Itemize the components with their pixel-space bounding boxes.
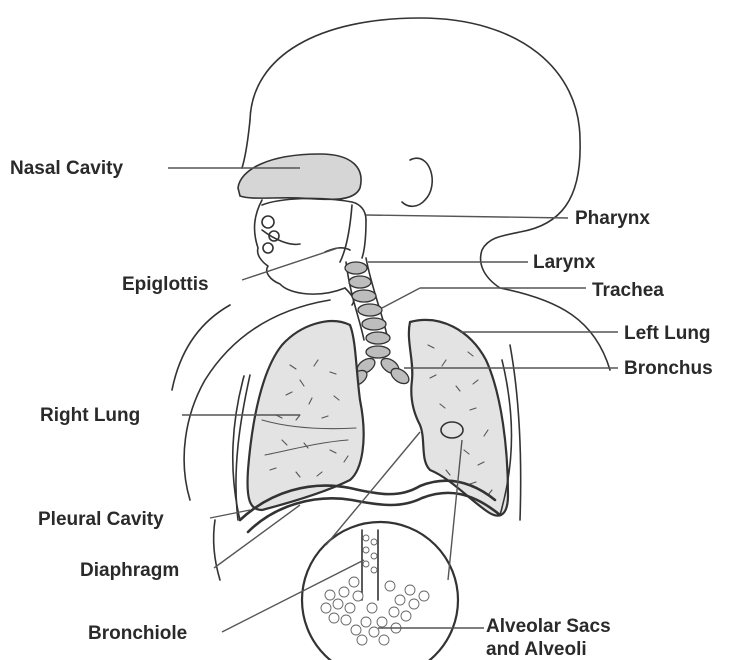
label-left-lung: Left Lung <box>624 323 711 344</box>
left-lung-shape <box>409 320 508 516</box>
label-alveolar-sacs-line2: and Alveoli <box>486 639 587 660</box>
alveolar-sacs <box>321 577 429 645</box>
label-epiglottis: Epiglottis <box>122 274 209 295</box>
label-alveolar-sacs-line1: Alveolar Sacs <box>486 616 611 637</box>
bronchiole-rings <box>363 535 377 573</box>
label-diaphragm: Diaphragm <box>80 560 179 581</box>
body-outline <box>172 18 610 580</box>
leader-lines <box>168 168 618 632</box>
leader-epiglottis <box>242 248 338 280</box>
leader-pharynx <box>366 215 568 218</box>
label-nasal-cavity: Nasal Cavity <box>10 158 123 179</box>
leader-trachea <box>382 288 420 308</box>
label-right-lung: Right Lung <box>40 405 140 426</box>
label-trachea: Trachea <box>592 280 664 301</box>
label-pleural-cavity: Pleural Cavity <box>38 509 164 530</box>
label-bronchus: Bronchus <box>624 358 713 379</box>
label-bronchiole: Bronchiole <box>88 623 187 644</box>
label-larynx: Larynx <box>533 252 596 273</box>
alveoli-magnified-view <box>302 522 458 660</box>
label-pharynx: Pharynx <box>575 208 650 229</box>
